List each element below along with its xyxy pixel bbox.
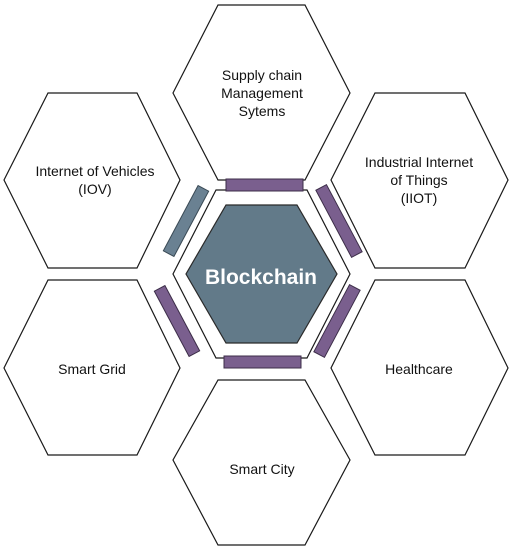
- connector-top: [225, 178, 304, 192]
- node-label-supply-chain: Supply chain Management Sytems: [221, 67, 303, 119]
- core-label: Blockchain: [204, 266, 318, 289]
- node-label-smart-city: Smart City: [229, 461, 295, 477]
- connector-bottom: [223, 355, 302, 369]
- core-hex: [185, 204, 338, 344]
- hex-iiot: [330, 92, 509, 269]
- hex-iov: [3, 92, 181, 269]
- connector-lower-right: [313, 283, 361, 359]
- hex-smart-city: [172, 379, 351, 546]
- node-label-healthcare: Healthcare: [385, 361, 453, 377]
- node-label-iov: Internet of Vehicles (IOV): [35, 163, 155, 197]
- connector-lower-left: [153, 284, 201, 358]
- connector-upper-right: [315, 183, 363, 259]
- node-label-smart-grid: Smart Grid: [58, 361, 126, 377]
- connector-upper-left: [162, 184, 210, 258]
- hex-smart-grid: [3, 279, 181, 456]
- hex-supply-chain: [172, 4, 351, 181]
- node-label-iiot: Industrial Internet of Things (IIOT): [364, 154, 474, 206]
- hex-healthcare: [330, 279, 509, 456]
